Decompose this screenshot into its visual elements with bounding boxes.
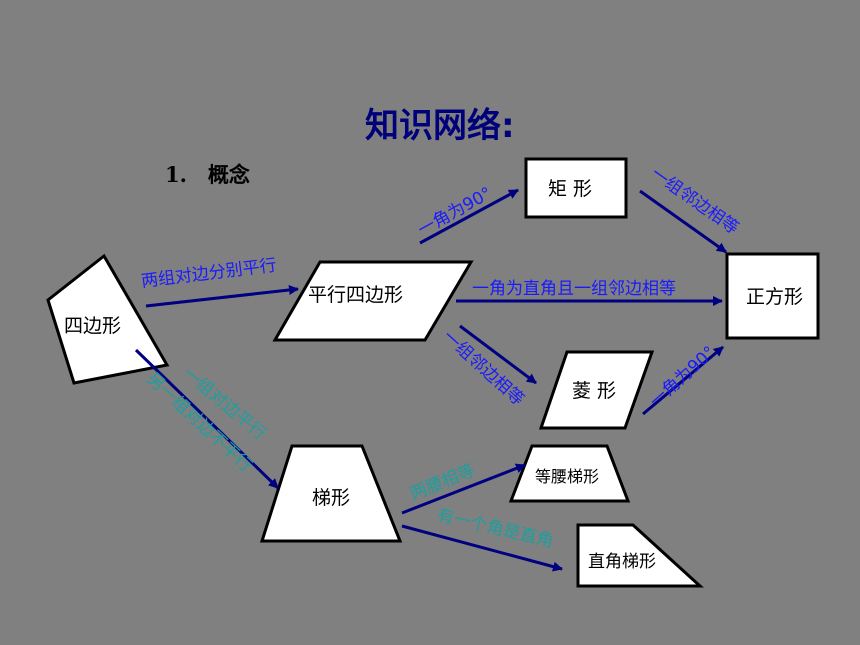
trapezoid-shape	[259, 444, 403, 543]
page-title: 知识网络:	[365, 106, 515, 146]
node-quadrilateral: 四边形	[64, 315, 121, 337]
edge-label-para-to-square: 一角为直角且一组邻边相等	[472, 279, 676, 299]
edge-label-para-to-rect: 一角为90°	[415, 184, 496, 241]
arrow-rect-to-square	[639, 189, 727, 254]
edge-label-trap-to-right: 有一个角是直角	[435, 505, 555, 551]
arrow-para-to-rect	[419, 188, 519, 245]
node-isosceles-trapezoid: 等腰梯形	[535, 467, 599, 486]
arrow-rhombus-to-square	[642, 345, 724, 416]
node-trapezoid: 梯形	[312, 487, 350, 509]
rectangle-shape	[524, 157, 628, 219]
node-right-trapezoid: 直角梯形	[588, 552, 656, 572]
parallelogram-shape	[272, 260, 474, 342]
node-rhombus: 菱 形	[572, 380, 616, 402]
edge-label-rhombus-to-square: 一角为90°	[646, 343, 720, 412]
arrow-quad-to-trap	[134, 348, 280, 490]
node-square: 正方形	[746, 286, 803, 308]
node-rectangle: 矩 形	[548, 178, 592, 200]
edge-label-rect-to-square: 一组邻边相等	[647, 164, 742, 239]
square-shape	[725, 252, 820, 340]
arrow-trap-to-right	[401, 524, 563, 572]
node-parallelogram: 平行四边形	[308, 284, 403, 306]
edge-label-quad-to-para: 两组对边分别平行	[140, 256, 277, 292]
isosceles-trapezoid-shape	[508, 444, 631, 503]
right-trapezoid-shape	[576, 523, 704, 588]
rhombus-shape	[538, 350, 655, 430]
arrow-quad-to-para	[145, 285, 299, 308]
arrow-para-to-rhombus	[459, 324, 537, 385]
section-subtitle: 1. 概念	[165, 162, 250, 187]
arrow-trap-to-iso	[401, 463, 526, 515]
